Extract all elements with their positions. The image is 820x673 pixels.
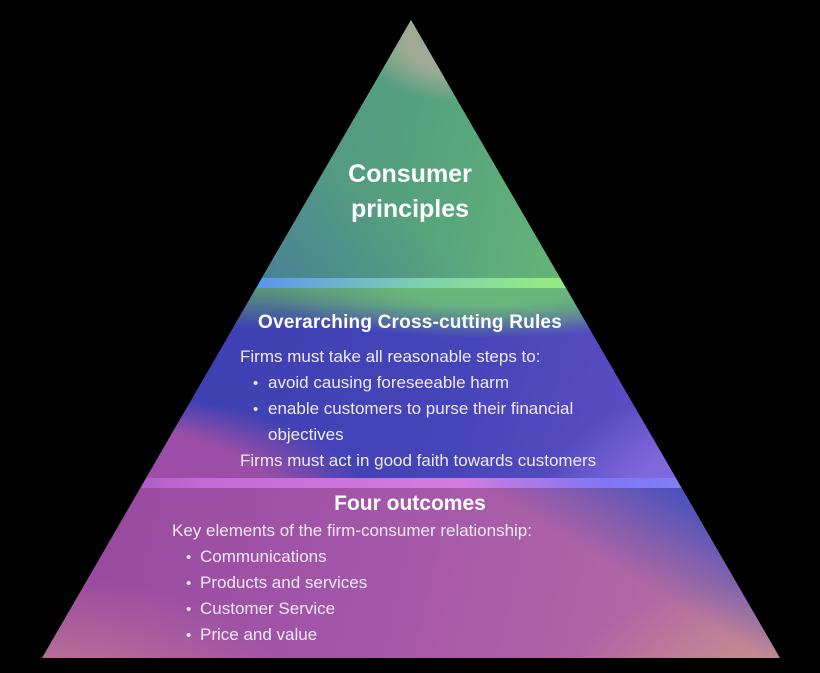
- divider-stripe-bottom: [42, 478, 780, 488]
- bullet-text: Products and services: [200, 573, 368, 592]
- four-outcomes-heading: Four outcomes: [334, 492, 486, 515]
- list-item: • avoid causing foreseeable harm: [253, 370, 650, 396]
- four-outcomes-intro: Key elements of the firm-consumer relati…: [172, 521, 532, 540]
- list-item: • Communications: [186, 544, 672, 570]
- list-item: • Customer Service: [186, 596, 672, 622]
- bullet-dot: •: [253, 401, 259, 418]
- list-item: • Price and value: [186, 622, 672, 648]
- section-four-outcomes: Four outcomes Key elements of the firm-c…: [42, 488, 780, 658]
- cross-cutting-intro: Firms must take all reasonable steps to:: [240, 347, 541, 366]
- list-item: • Products and services: [186, 570, 672, 596]
- consumer-principles-heading: Consumer principles: [42, 157, 780, 227]
- bullet-text: enable customers to purse their financia…: [268, 399, 574, 444]
- cross-cutting-footer: Firms must act in good faith towards cus…: [240, 451, 597, 470]
- divider-stripe-top: [42, 278, 780, 288]
- section-cross-cutting-rules: Overarching Cross-cutting Rules Firms mu…: [42, 288, 780, 478]
- bullet-text: Communications: [200, 547, 327, 566]
- cross-cutting-rules-heading: Overarching Cross-cutting Rules: [258, 312, 562, 333]
- bullet-dot: •: [186, 575, 192, 592]
- four-outcomes-bullet-list: • Communications • Products and services…: [186, 544, 672, 648]
- section-consumer-principles: Consumer principles: [42, 20, 780, 278]
- cross-cutting-rules-body: Firms must take all reasonable steps to:…: [240, 344, 650, 474]
- bullet-dot: •: [186, 549, 192, 566]
- four-outcomes-body: Key elements of the firm-consumer relati…: [172, 518, 672, 648]
- cross-cutting-bullet-list: • avoid causing foreseeable harm • enabl…: [253, 370, 650, 448]
- consumer-principles-heading-text: Consumer principles: [348, 160, 472, 223]
- list-item: • enable customers to purse their financ…: [253, 396, 618, 448]
- bullet-dot: •: [186, 601, 192, 618]
- bullet-text: Price and value: [200, 625, 318, 644]
- bullet-text: Customer Service: [200, 599, 336, 618]
- bullet-text: avoid causing foreseeable harm: [268, 373, 509, 392]
- bullet-dot: •: [186, 627, 192, 644]
- bullet-dot: •: [253, 375, 259, 392]
